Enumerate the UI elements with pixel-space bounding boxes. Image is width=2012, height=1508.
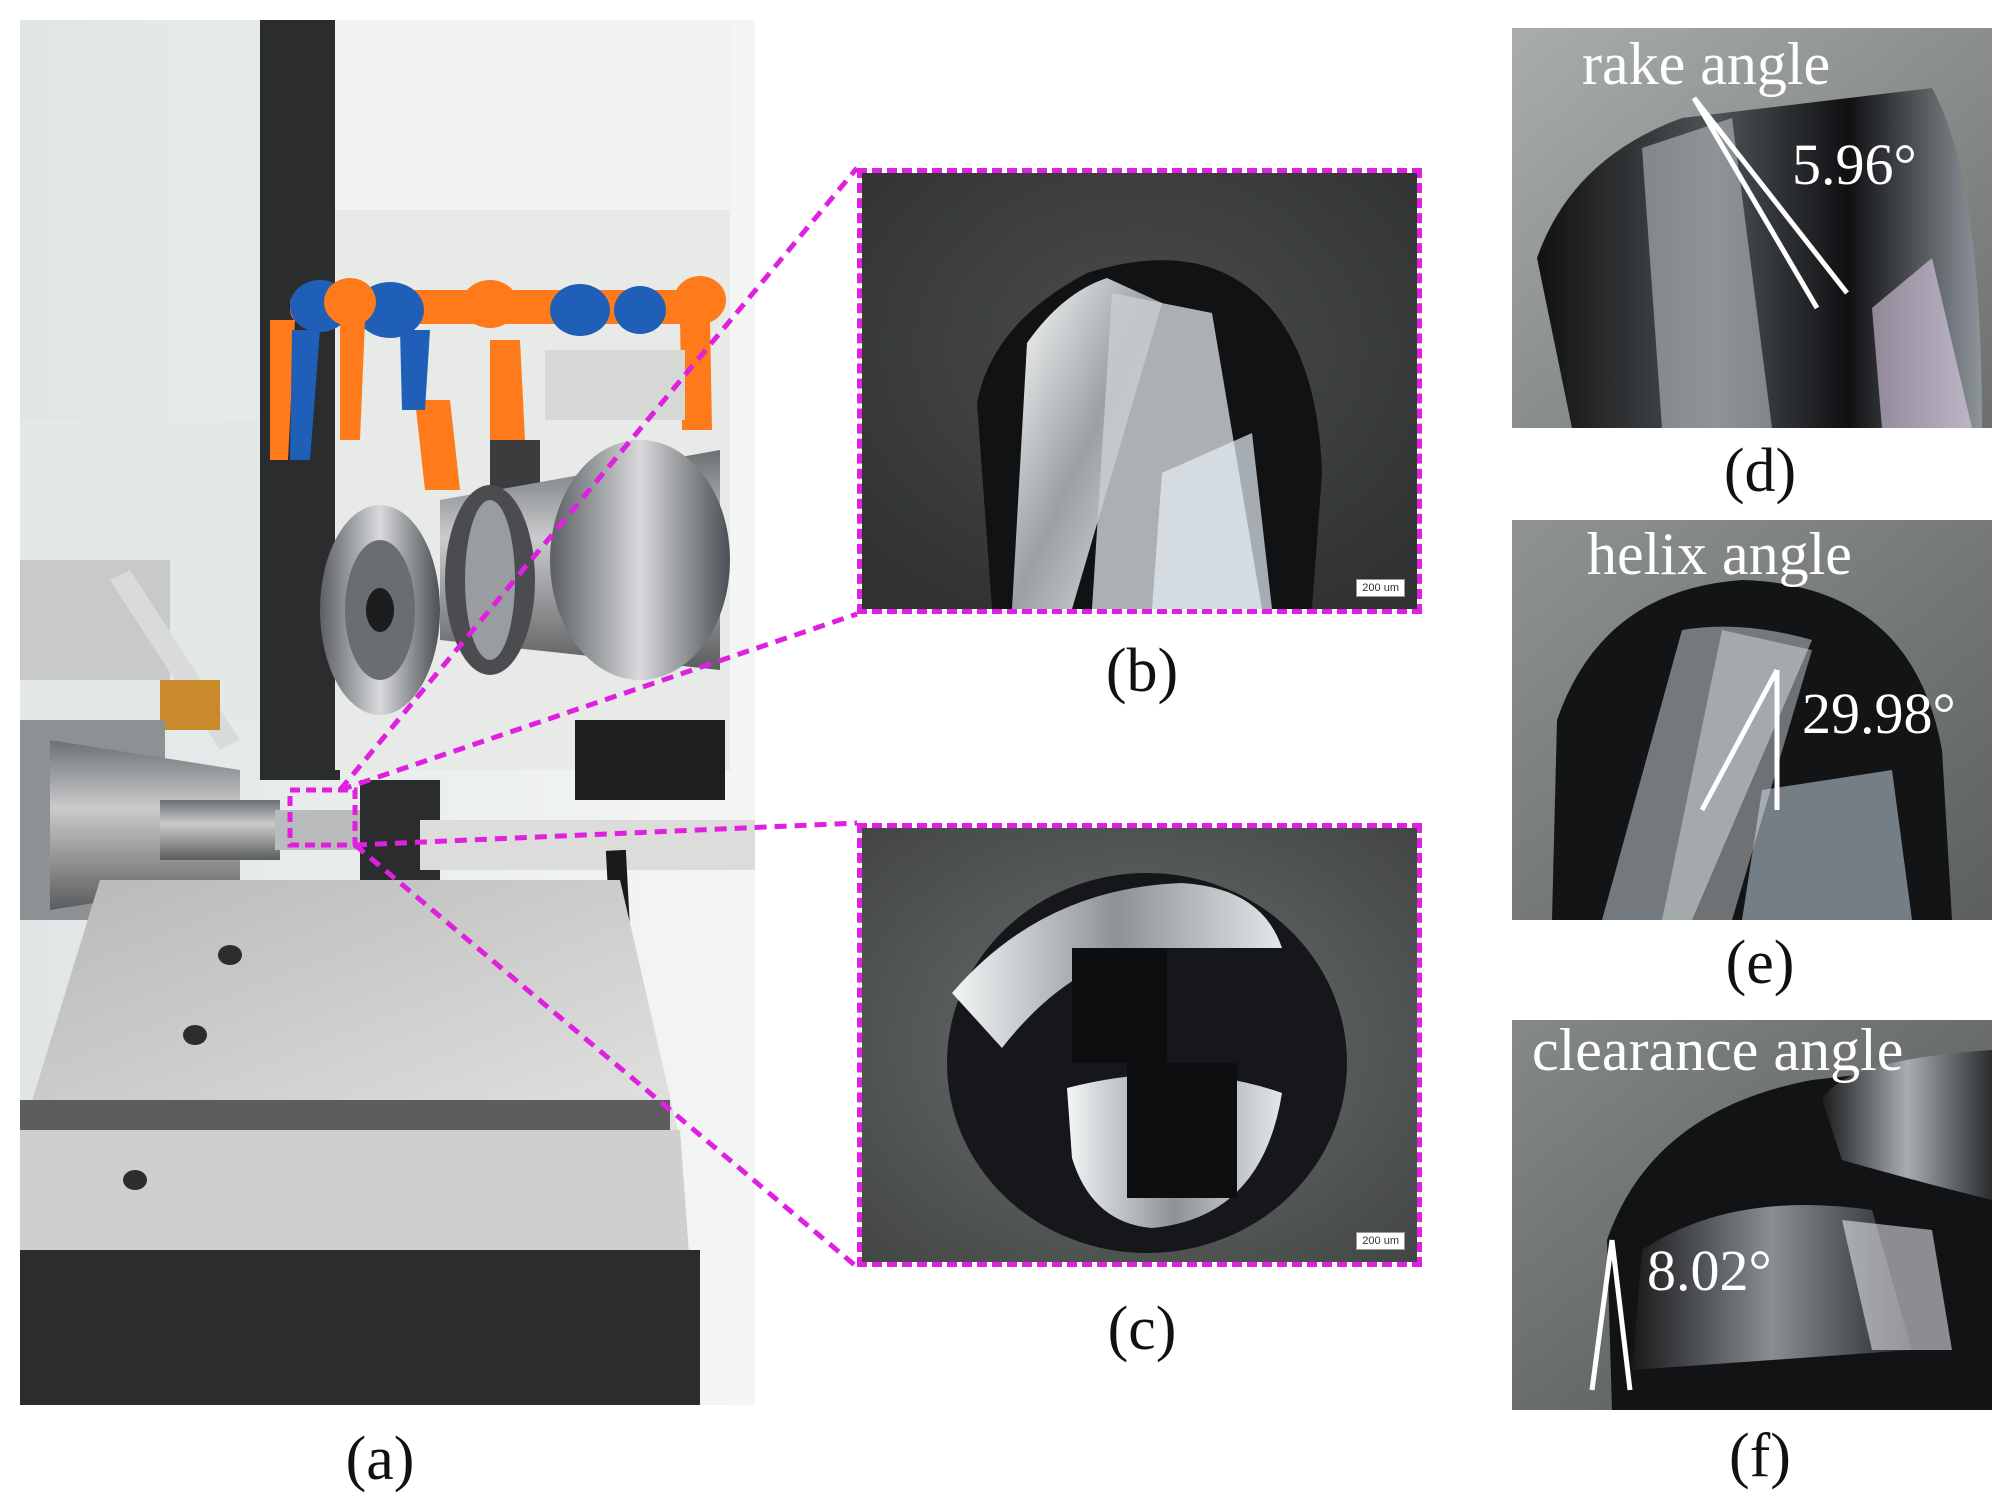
tool-end-view: 200 um bbox=[857, 823, 1422, 1267]
rake-angle-photo: rake angle 5.96° bbox=[1512, 28, 1992, 428]
clearance-angle-value: 8.02° bbox=[1647, 1238, 1772, 1303]
helix-angle-value: 29.98° bbox=[1802, 681, 1956, 746]
caption-e: (e) bbox=[1725, 929, 1795, 997]
clearance-angle-photo: clearance angle 8.02° bbox=[1512, 1020, 1992, 1410]
clearance-angle-label: clearance angle bbox=[1532, 1020, 1904, 1083]
rake-angle-label: rake angle bbox=[1582, 31, 1831, 97]
caption-f: (f) bbox=[1729, 1422, 1791, 1490]
machine-photo bbox=[20, 20, 755, 1405]
scale-bar-b: 200 um bbox=[1356, 579, 1405, 597]
helix-angle-label: helix angle bbox=[1587, 521, 1852, 587]
caption-d: (d) bbox=[1723, 437, 1797, 505]
helix-angle-photo: helix angle 29.98° bbox=[1512, 520, 1992, 920]
caption-b: (b) bbox=[1105, 637, 1179, 705]
tool-side-view: 200 um bbox=[857, 168, 1422, 614]
scale-bar-c: 200 um bbox=[1356, 1232, 1405, 1250]
caption-c: (c) bbox=[1107, 1295, 1177, 1363]
rake-angle-value: 5.96° bbox=[1792, 132, 1917, 197]
caption-a: (a) bbox=[345, 1425, 415, 1493]
